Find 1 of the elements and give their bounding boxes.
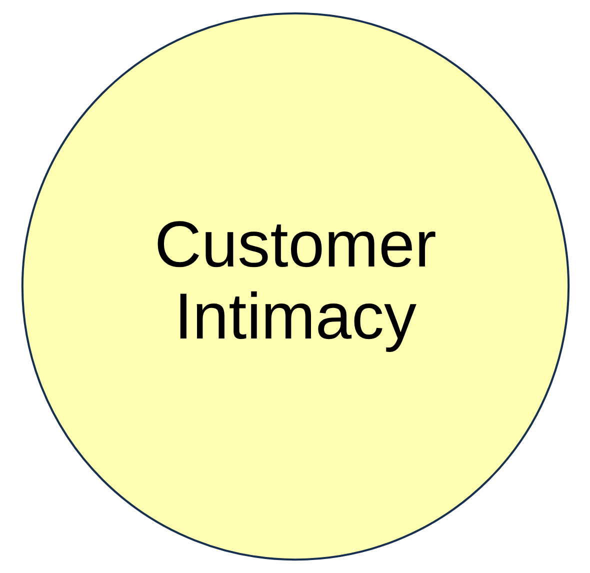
node-circle: Customer Intimacy [20,12,570,561]
